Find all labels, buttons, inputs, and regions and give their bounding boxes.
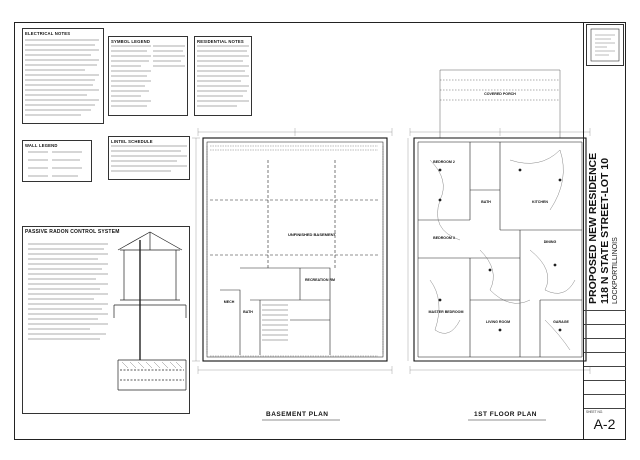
wall-legend-box: WALL LEGEND — [22, 140, 92, 182]
electrical-notes-box: ELECTRICAL NOTES — [22, 28, 104, 124]
basement-plan-outline — [202, 137, 388, 362]
residential-notes-box: RESIDENTIAL NOTES — [194, 36, 252, 116]
first-room-porch: COVERED PORCH — [484, 92, 516, 96]
radon-control-title: PASSIVE RADON CONTROL SYSTEM — [25, 229, 120, 235]
title-block: PROPOSED NEW RESIDENCE 118 N STATE STREE… — [583, 22, 626, 440]
lintel-schedule-title: LINTEL SCHEDULE — [111, 139, 153, 144]
first-room-kitchen: KITCHEN — [532, 200, 548, 204]
deck-outline — [439, 69, 561, 138]
basement-room-bath: BATH — [243, 310, 253, 314]
drawing-sheet-border — [14, 22, 626, 440]
first-floor-plan-outline — [413, 137, 587, 362]
first-floor-plan-title: 1ST FLOOR PLAN — [474, 411, 537, 418]
first-floor-plan-walls — [418, 142, 582, 357]
first-floor-dimension-lines — [407, 128, 591, 374]
firm-logo-icon — [590, 28, 620, 62]
basement-dimension-lines — [192, 128, 393, 374]
tb-divider — [584, 408, 626, 409]
tb-divider — [584, 310, 626, 311]
firm-logo-box — [586, 24, 624, 66]
first-room-living: LIVING ROOM — [485, 320, 511, 324]
sheet-number: A-2 — [593, 416, 616, 432]
basement-stair — [262, 304, 288, 341]
first-room-garage: GARAGE — [553, 320, 569, 324]
basement-plan-title: BASEMENT PLAN — [266, 411, 329, 418]
first-room-dining: DINING — [543, 240, 557, 244]
radon-control-box: PASSIVE RADON CONTROL SYSTEM — [22, 226, 190, 414]
basement-room-unfinished: UNFINISHED BASEMENT — [287, 232, 336, 237]
electrical-notes-title: ELECTRICAL NOTES — [25, 31, 71, 36]
first-room-bedroom2: BEDROOM 2 — [433, 160, 455, 164]
lintel-schedule-box: LINTEL SCHEDULE — [108, 136, 190, 180]
basement-room-rec: RECREATION RM — [304, 278, 336, 282]
radon-hatch — [121, 361, 183, 369]
project-title: PROPOSED NEW RESIDENCE — [587, 152, 599, 304]
radon-section-sketch — [113, 231, 187, 391]
basement-room-mech: MECH — [223, 300, 235, 304]
project-address: 118 N STATE STREET-LOT 10 — [599, 157, 611, 304]
first-room-bath: BATH — [481, 200, 491, 204]
residential-notes-title: RESIDENTIAL NOTES — [197, 39, 244, 44]
basement-plan-hatch — [206, 145, 384, 357]
project-state: ILLINOIS — [612, 237, 619, 266]
basement-plan-walls — [210, 160, 380, 355]
tb-divider — [584, 380, 626, 381]
first-room-bedroom3: BEDROOM 3 — [433, 236, 455, 240]
project-city: LOCKPORT — [612, 265, 619, 304]
first-room-master: MASTER BEDROOM — [428, 310, 464, 314]
tb-divider — [584, 338, 626, 339]
symbol-legend-title: SYMBOL LEGEND — [111, 39, 151, 44]
tb-divider — [584, 366, 626, 367]
tb-divider — [584, 324, 626, 325]
notes-text-lines — [25, 39, 249, 340]
tb-divider — [584, 394, 626, 395]
tb-divider — [584, 352, 626, 353]
wall-legend-title: WALL LEGEND — [25, 143, 58, 148]
first-floor-fixtures — [438, 168, 562, 332]
symbol-legend-box: SYMBOL LEGEND — [108, 36, 188, 116]
sheet-number-label: SHEET NO. — [586, 410, 604, 414]
